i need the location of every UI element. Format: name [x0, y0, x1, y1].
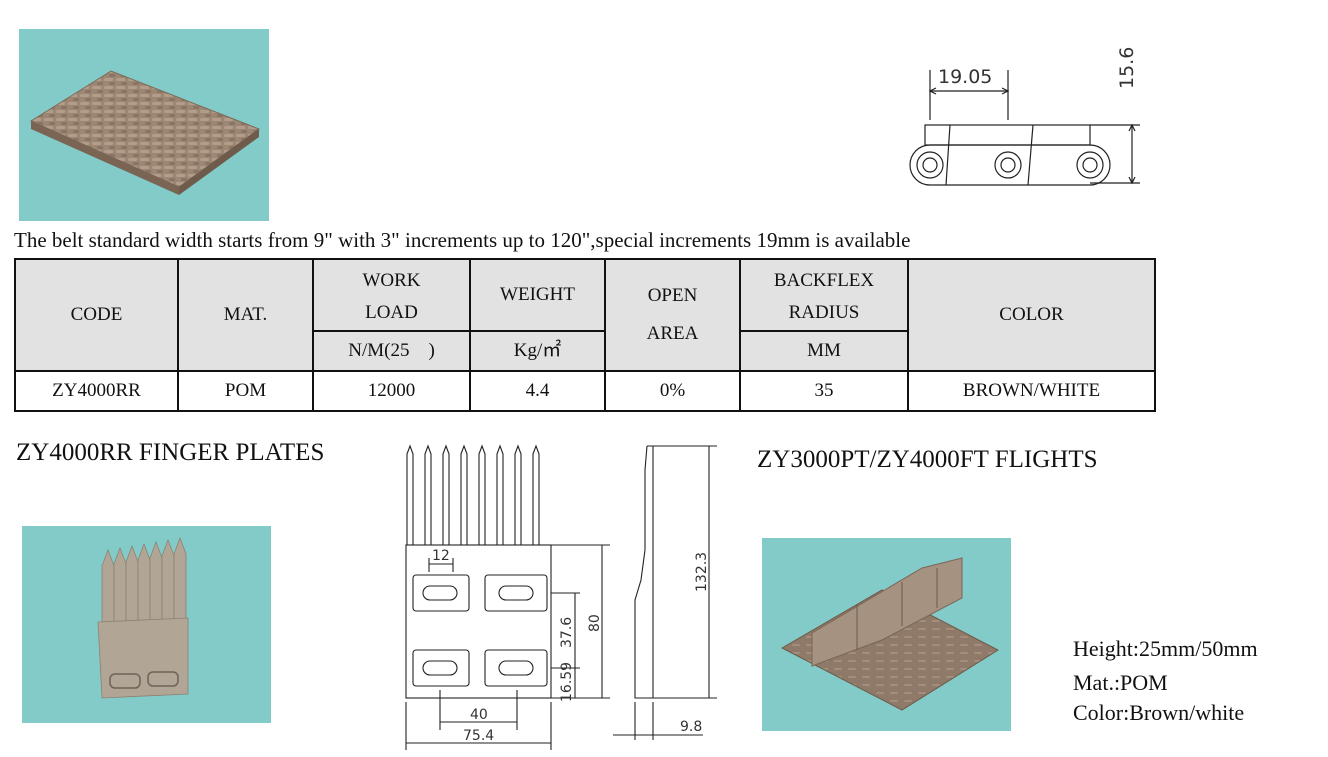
- header-mat: MAT.: [177, 258, 314, 372]
- header-backflex-line2: RADIUS: [788, 302, 860, 323]
- dim-hole-spacing: 40: [470, 707, 488, 723]
- header-open-area-line2: AREA: [646, 323, 699, 344]
- dim-thickness: 9.8: [680, 719, 702, 735]
- dim-row-spacing: 37.6: [559, 617, 575, 648]
- header-code: CODE: [14, 258, 179, 372]
- spec-table: CODE MAT. WORK LOAD WEIGHT OPEN AREA BAC…: [14, 258, 1156, 412]
- header-backflex-unit: MM: [739, 330, 909, 372]
- header-work-load: WORK LOAD: [312, 258, 471, 332]
- intro-text: The belt standard width starts from 9" w…: [14, 228, 911, 252]
- table-row: ZY4000RR POM 12000 4.4 0% 35 BROWN/WHITE: [14, 370, 1156, 412]
- cell-code: ZY4000RR: [14, 370, 179, 412]
- cell-work-load: 12000: [312, 370, 471, 412]
- cell-open-area: 0%: [604, 370, 741, 412]
- belt-photo: [19, 29, 269, 221]
- flight-color: Color:Brown/white: [1073, 700, 1245, 725]
- cell-weight: 4.4: [469, 370, 606, 412]
- flight-photo: [762, 538, 1011, 731]
- header-work-load-line2: LOAD: [365, 302, 418, 323]
- flight-height: Height:25mm/50mm: [1073, 636, 1258, 661]
- flights-title: ZY3000PT/ZY4000FT FLIGHTS: [757, 446, 1098, 473]
- finger-plates-title: ZY4000RR FINGER PLATES: [16, 439, 325, 466]
- header-open-area-line1: OPEN: [647, 285, 698, 306]
- dim-total-width: 75.4: [463, 728, 494, 744]
- cell-color: BROWN/WHITE: [907, 370, 1156, 412]
- height-label: 15.6: [1116, 47, 1138, 89]
- link-drawing: 19.05 15.6: [909, 47, 1140, 186]
- pitch-label: 19.05: [938, 66, 992, 88]
- header-weight-unit: Kg/㎡: [469, 330, 606, 372]
- header-color: COLOR: [907, 258, 1156, 372]
- header-weight: WEIGHT: [469, 258, 606, 332]
- header-work-load-unit: N/M(25 ): [312, 330, 471, 372]
- header-backflex: BACKFLEX RADIUS: [739, 258, 909, 332]
- header-backflex-line1: BACKFLEX: [773, 270, 875, 291]
- dim-body-height: 80: [587, 614, 603, 632]
- flight-mat: Mat.:POM: [1073, 670, 1168, 695]
- header-work-load-line1: WORK: [362, 270, 421, 291]
- cell-mat: POM: [177, 370, 314, 412]
- dim-bottom-offset: 16.59: [559, 662, 575, 702]
- header-open-area: OPEN AREA: [604, 258, 741, 372]
- dim-slot-width: 12: [432, 548, 450, 564]
- finger-plate-photo: [22, 526, 271, 723]
- finger-plate-drawing: 12 37.6 80 16.59 40 75.4 132.3 9.8: [405, 444, 717, 750]
- cell-backflex: 35: [739, 370, 909, 412]
- dim-total-height: 132.3: [694, 552, 710, 592]
